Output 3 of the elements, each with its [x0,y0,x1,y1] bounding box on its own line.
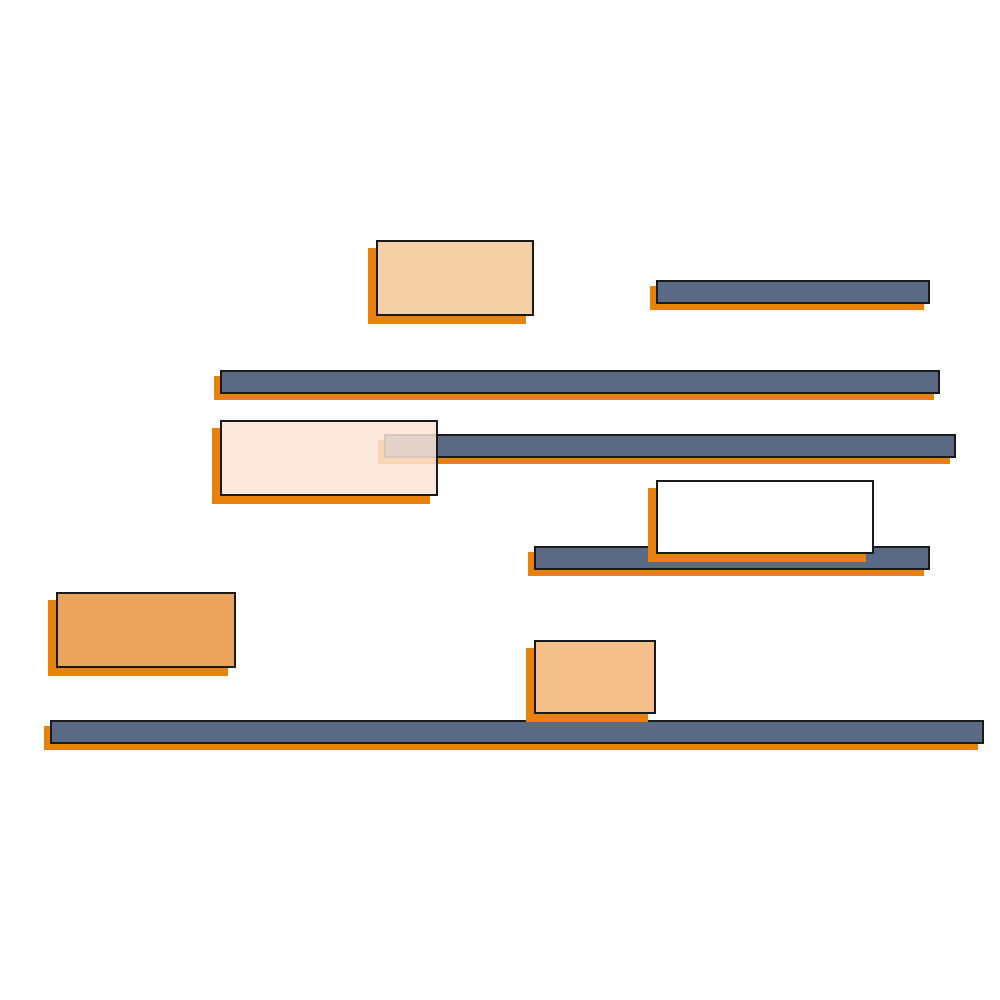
bar [50,720,984,744]
bar [656,280,930,304]
bar [220,370,940,394]
